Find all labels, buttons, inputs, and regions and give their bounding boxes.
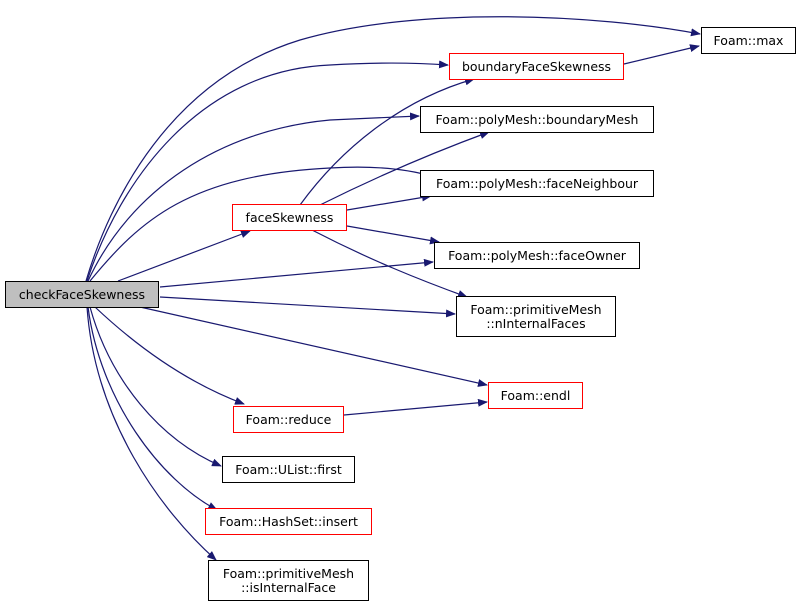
edge-faceSkewness-faceNeighbour	[346, 193, 432, 211]
edge-root-max	[85, 16, 701, 282]
node-ulist-first[interactable]: Foam::UList::first	[222, 456, 355, 483]
edge-root-boundaryFaceSkewness	[86, 60, 449, 282]
edge-reduce-endl	[343, 398, 488, 416]
edge-root-faceNeighbour	[89, 166, 432, 282]
edge-faceSkewness-boundaryMesh	[319, 131, 490, 206]
edge-root-faceOwner	[159, 258, 434, 288]
edge-root-faceSkewness	[117, 230, 251, 282]
edge-root-nInternalFaces	[159, 296, 456, 318]
node-primitiveMesh-nInternalFaces[interactable]: Foam::primitiveMesh ::nInternalFaces	[456, 296, 616, 337]
edge-root-boundaryMesh	[87, 112, 420, 282]
edge-root-isInternalFace	[86, 306, 217, 561]
node-polyMesh-faceOwner[interactable]: Foam::polyMesh::faceOwner	[434, 242, 640, 269]
node-foam-endl[interactable]: Foam::endl	[488, 382, 583, 409]
node-hashset-insert[interactable]: Foam::HashSet::insert	[205, 508, 372, 535]
edge-root-reduce	[94, 306, 245, 405]
edge-boundaryFaceSkewness-max	[623, 44, 700, 65]
edge-faceSkewness-nInternalFaces	[311, 229, 468, 298]
node-checkFaceSkewness[interactable]: checkFaceSkewness	[5, 281, 159, 308]
node-faceSkewness[interactable]: faceSkewness	[232, 204, 347, 231]
edge-root-endl	[139, 306, 488, 387]
node-polyMesh-faceNeighbour[interactable]: Foam::polyMesh::faceNeighbour	[420, 170, 654, 197]
node-boundaryFaceSkewness[interactable]: boundaryFaceSkewness	[449, 53, 624, 80]
edge-root-insert	[87, 306, 218, 511]
edge-faceSkewness-boundaryFaceSkewness	[299, 77, 475, 206]
edge-faceSkewness-faceOwner	[346, 225, 440, 245]
node-foam-reduce[interactable]: Foam::reduce	[233, 406, 344, 433]
node-primitiveMesh-isInternalFace[interactable]: Foam::primitiveMesh ::isInternalFace	[208, 560, 369, 601]
edge-root-first	[89, 306, 222, 467]
node-foam-max[interactable]: Foam::max	[701, 27, 796, 54]
node-polyMesh-boundaryMesh[interactable]: Foam::polyMesh::boundaryMesh	[420, 106, 654, 133]
